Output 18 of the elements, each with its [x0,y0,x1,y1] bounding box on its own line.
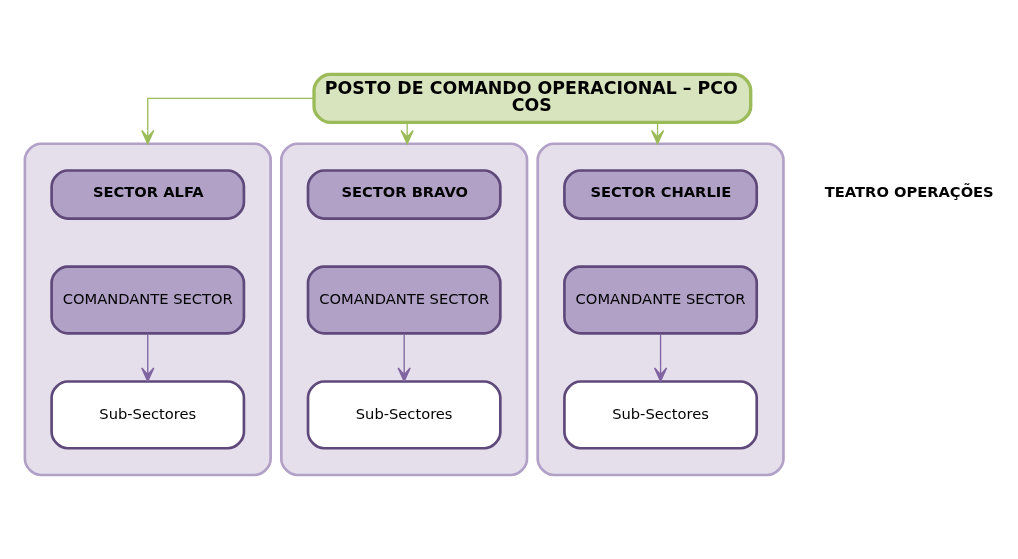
node-box: SECTOR ALFA [50,168,246,220]
node-box: COMANDANTE SECTOR [306,264,502,335]
arrow [653,332,668,382]
node-box: SECTOR CHARLIE [563,168,759,220]
node-box: Sub-Sectores [563,379,759,450]
arrow [141,332,155,382]
label: TEATRO OPERAÇÕES [824,182,994,200]
cluster [536,141,785,476]
cluster [279,141,529,476]
node-box: Sub-Sectores [306,379,502,450]
node-box: COMANDANTE SECTOR [50,264,246,335]
node-box: Sub-Sectores [50,379,246,450]
node-box: POSTO DE COMANDO OPERACIONAL – PCO COS [312,72,753,124]
arrow [397,332,411,382]
cluster [23,141,272,476]
node-box: SECTOR BRAVO [306,168,502,220]
node-box: COMANDANTE SECTOR [563,264,759,335]
arrow [141,97,315,144]
